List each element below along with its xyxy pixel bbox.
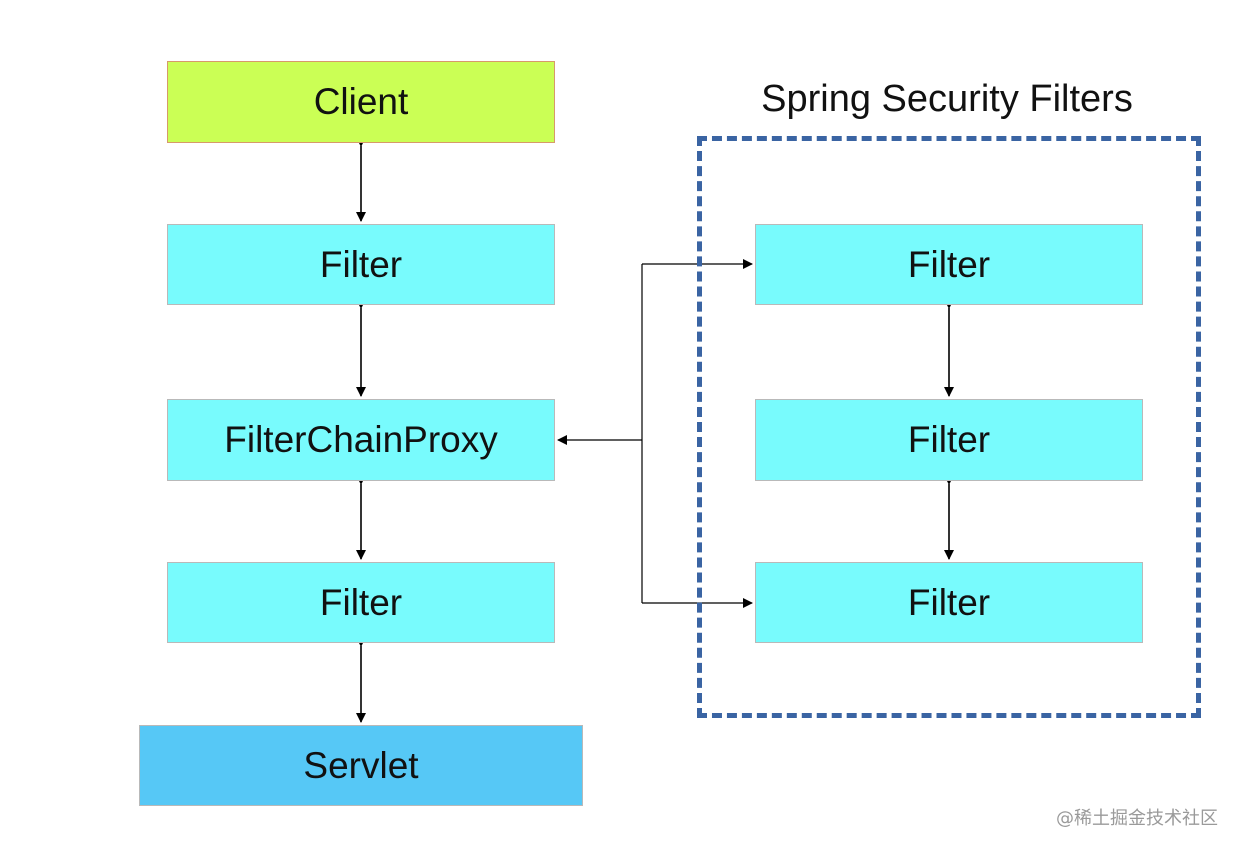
security-filter-box-2: Filter: [755, 399, 1143, 481]
client-box: Client: [167, 61, 555, 143]
filter-label: Filter: [319, 243, 403, 285]
filter-box-upper: Filter: [167, 224, 555, 305]
filter-chain-proxy-box: FilterChainProxy: [167, 399, 555, 481]
servlet-label: Servlet: [303, 744, 419, 786]
security-filter-box-1: Filter: [755, 224, 1143, 305]
filter-chain-proxy-label: FilterChainProxy: [224, 419, 498, 460]
filter-label: Filter: [319, 581, 403, 623]
client-label: Client: [313, 81, 409, 122]
security-filters-title: Spring Security Filters: [761, 78, 1133, 120]
security-filter-box-3: Filter: [755, 562, 1143, 643]
filter-box-lower: Filter: [167, 562, 555, 643]
security-filter-label: Filter: [907, 243, 991, 285]
servlet-box: Servlet: [139, 725, 583, 806]
security-filter-label: Filter: [907, 419, 991, 460]
watermark-text: @稀土掘金技术社区: [1056, 808, 1218, 829]
security-filter-label: Filter: [907, 581, 991, 623]
security-filters-group: [697, 136, 1201, 718]
